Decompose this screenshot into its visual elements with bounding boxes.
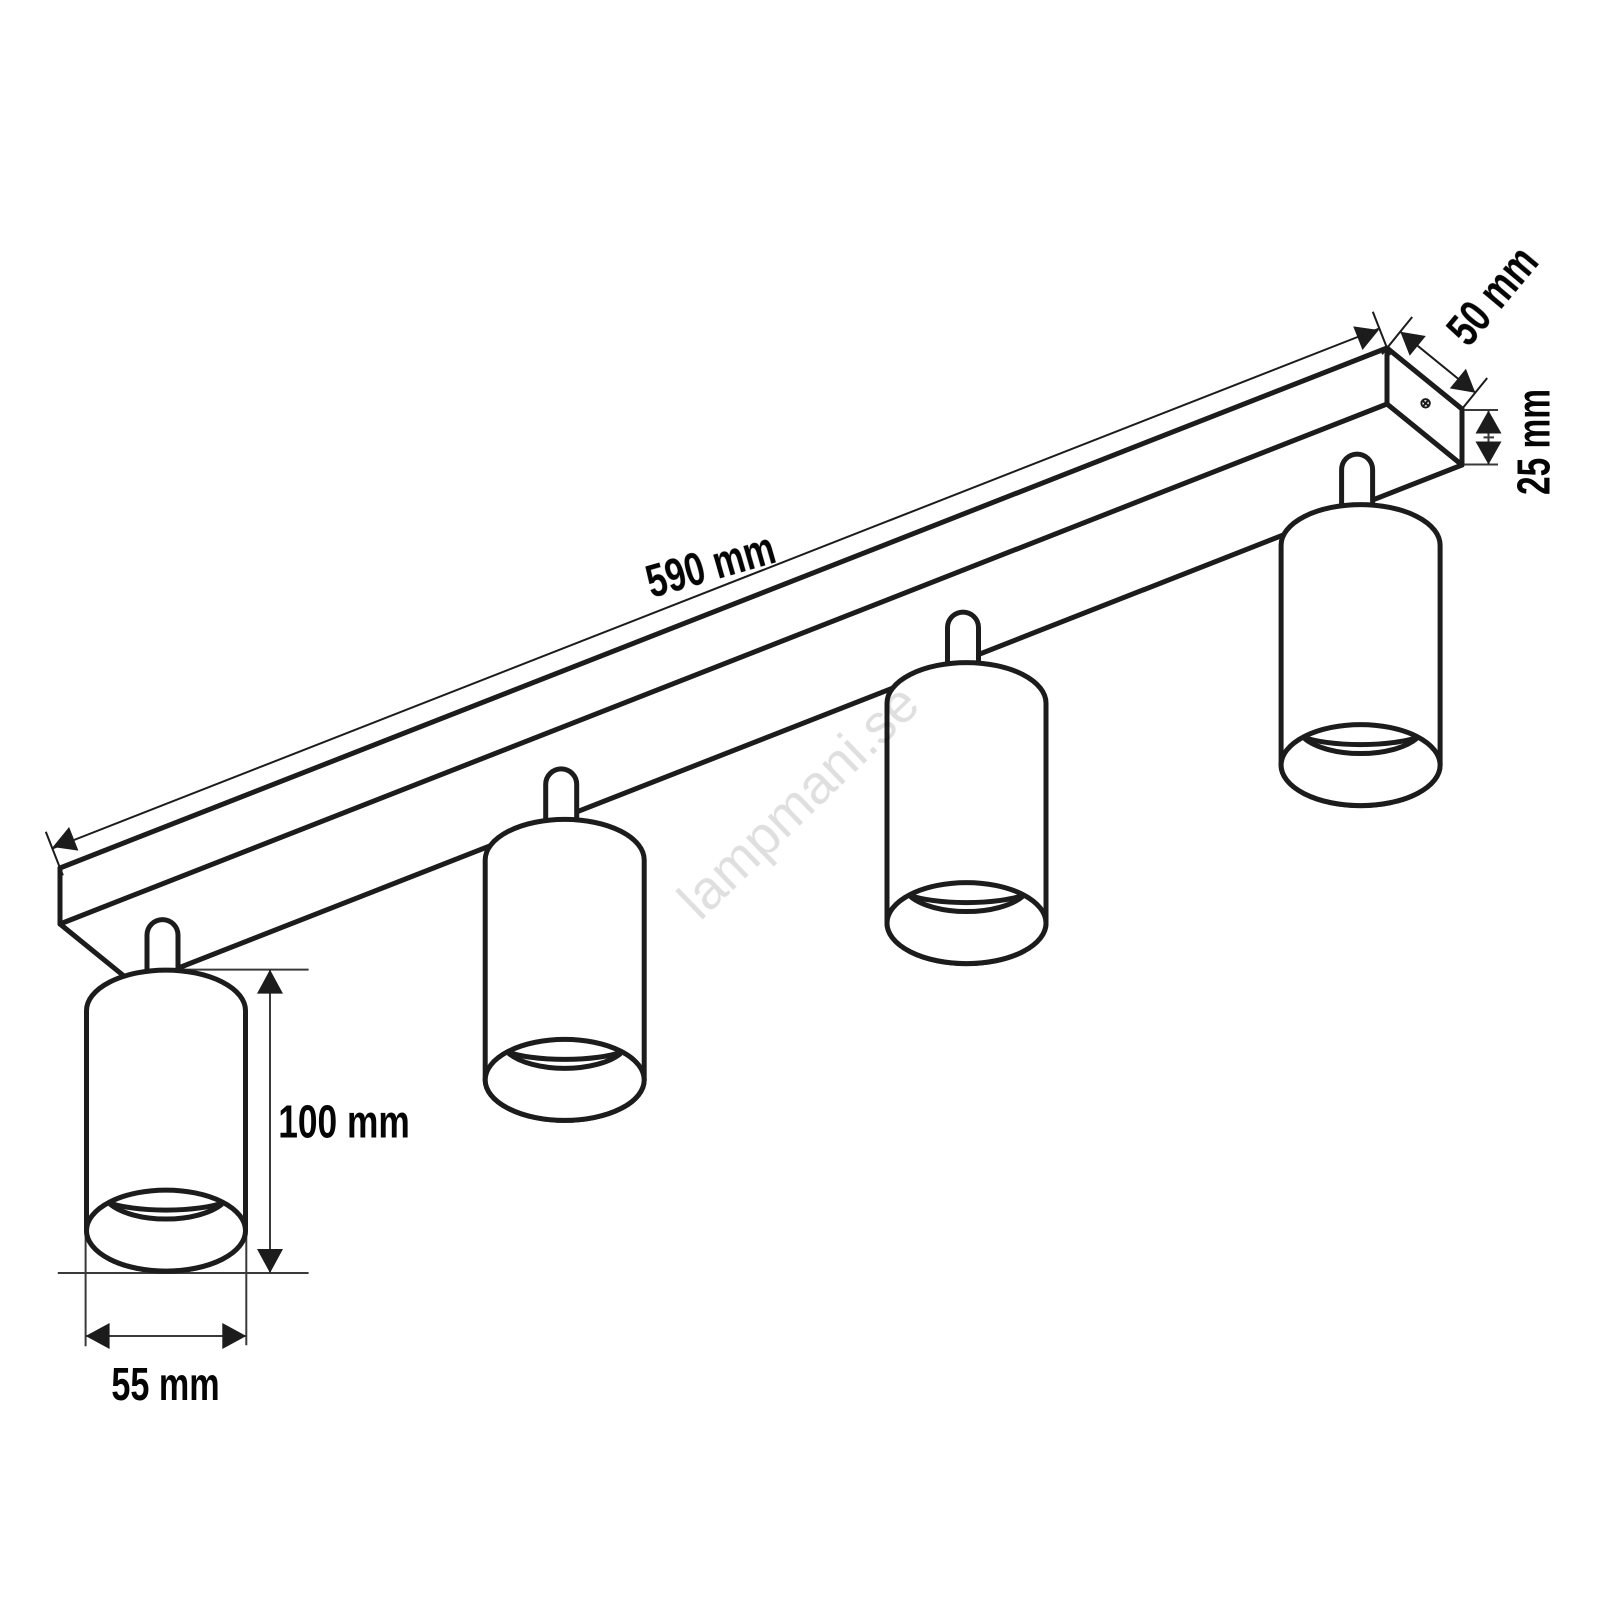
svg-text:55 mm: 55 mm xyxy=(111,1358,219,1410)
svg-text:25 mm: 25 mm xyxy=(1508,389,1560,495)
svg-text:100 mm: 100 mm xyxy=(278,1095,410,1147)
